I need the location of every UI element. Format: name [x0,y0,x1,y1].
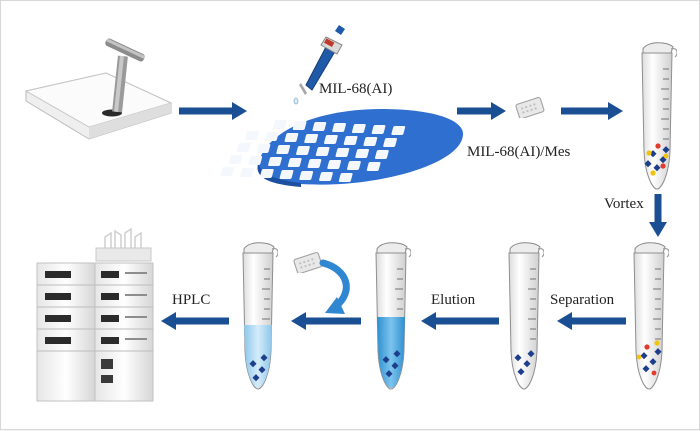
well [355,149,369,158]
well [228,155,243,164]
label-elution: Elution [431,292,476,308]
well [273,120,287,129]
well [245,131,259,140]
well [296,146,310,155]
tube-icon [633,242,669,390]
flow-arrow [561,102,623,120]
well [332,123,346,132]
well [276,145,291,154]
well [299,171,314,180]
well [383,138,397,147]
label-adsorbent: MIL-68(AI) [319,81,393,97]
well [343,136,358,145]
tube-icon [375,242,411,390]
label-composite: MIL-68(AI)/Mes [467,144,571,160]
well [319,172,333,181]
well [327,160,342,169]
well [236,143,251,152]
well [304,134,319,143]
well [240,168,254,177]
well [347,161,361,170]
sorbent-chip-icon [293,251,323,273]
well [338,173,353,182]
tube-icon [508,242,544,390]
curved-arrow [319,259,350,314]
well [264,132,279,141]
label-vortex: Vortex [604,196,644,212]
label-separation: Separation [550,292,615,308]
well [315,147,330,156]
flow-arrow [421,312,499,330]
label-hplc: HPLC [172,292,211,308]
well [375,150,389,159]
well [335,148,350,157]
pipette-icon [293,25,345,105]
flow-arrows [161,102,667,330]
flow-arrow [557,312,626,330]
well [256,144,271,153]
well [391,126,406,135]
well [287,158,302,167]
well [284,133,299,142]
well-plate-icon [220,109,463,187]
flow-arrow [179,102,247,120]
flow-arrow [649,194,667,237]
well [259,169,274,178]
tube-icon [242,242,278,390]
well [279,170,294,179]
well [312,122,327,131]
flow-arrow [291,312,361,330]
tube-icon [641,42,677,190]
well [351,124,366,133]
well [248,156,263,165]
hplc-instrument-icon [36,227,154,402]
well [292,121,307,130]
well [371,125,386,134]
flow-arrow [457,102,506,120]
well [324,135,338,144]
well [220,167,235,176]
sorbent-chip-icon [515,96,545,118]
flow-arrow [161,312,229,330]
well [366,162,381,171]
well [268,157,282,166]
well [363,137,378,146]
punch-tool-icon [24,38,173,140]
well [307,159,322,168]
